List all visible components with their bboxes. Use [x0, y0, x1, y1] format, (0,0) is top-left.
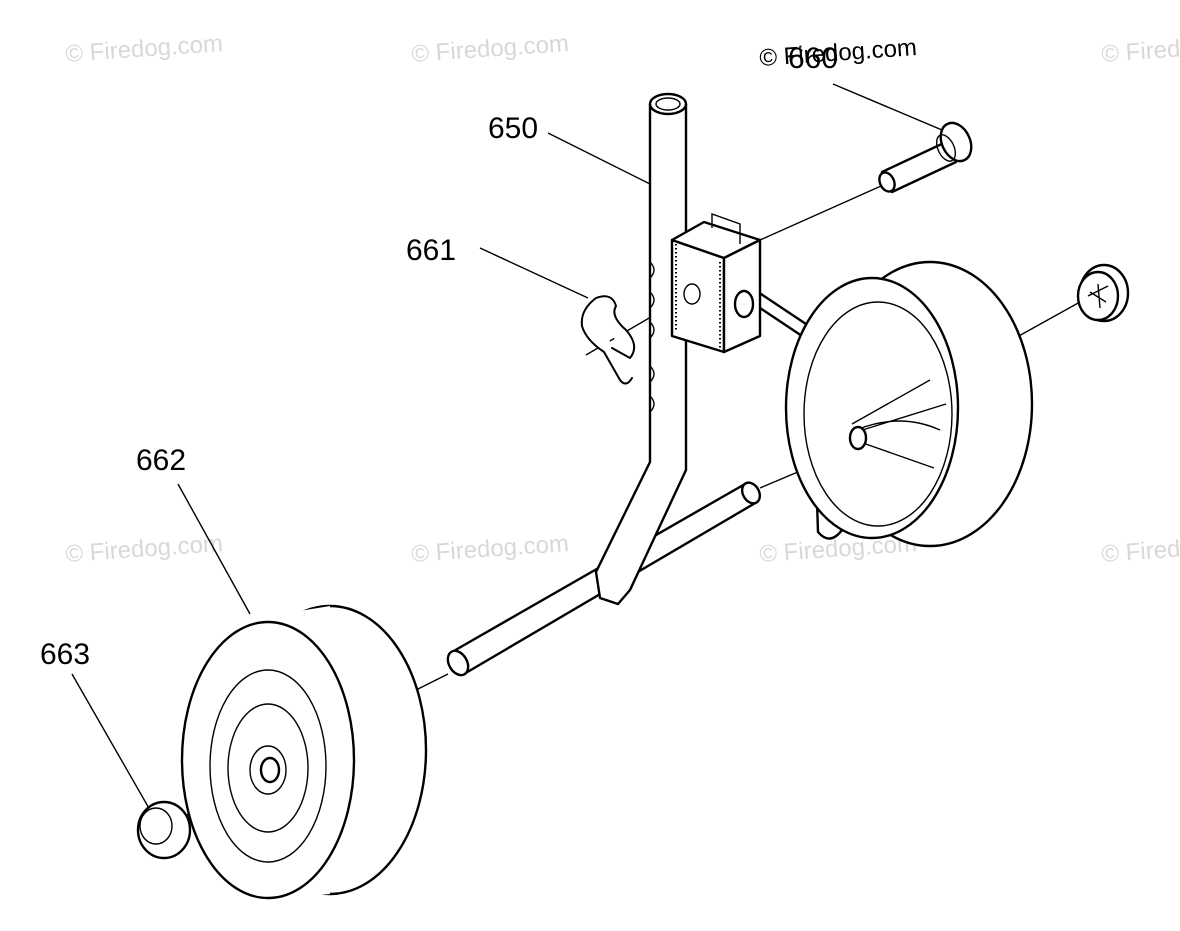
leader-660 [832, 83, 943, 131]
wheel-right [784, 260, 1034, 548]
pin-660 [878, 121, 973, 194]
watermark: © Firedog.com [1101, 30, 1180, 68]
watermarks: © Firedog.com © Firedog.com © Firedog.co… [65, 30, 1180, 568]
watermark: © Firedog.com [411, 530, 570, 568]
label-663: 663 [40, 638, 90, 671]
part-labels: 650 660 661 662 663 [40, 42, 838, 671]
leader-663 [71, 673, 151, 811]
label-650: 650 [488, 112, 538, 145]
leader-650 [547, 132, 655, 187]
wheel-left [180, 604, 428, 900]
leader-661 [479, 247, 589, 299]
clip-661 [580, 295, 636, 385]
watermark: © Firedog.com [411, 30, 570, 68]
bracket [670, 213, 762, 354]
label-662: 662 [136, 444, 186, 477]
frame-650 [446, 92, 844, 677]
watermark: © Firedog.com [759, 34, 918, 72]
watermark: © Firedog.com [65, 30, 224, 68]
axis-pin [759, 181, 891, 241]
cap-663 [136, 800, 192, 860]
watermark: © Firedog.com [65, 530, 224, 568]
hubcap-right [1076, 263, 1130, 323]
leader-662 [177, 483, 251, 615]
label-660: 660 [788, 42, 838, 75]
label-661: 661 [406, 234, 456, 267]
watermark: © Firedog.com [1101, 530, 1180, 568]
